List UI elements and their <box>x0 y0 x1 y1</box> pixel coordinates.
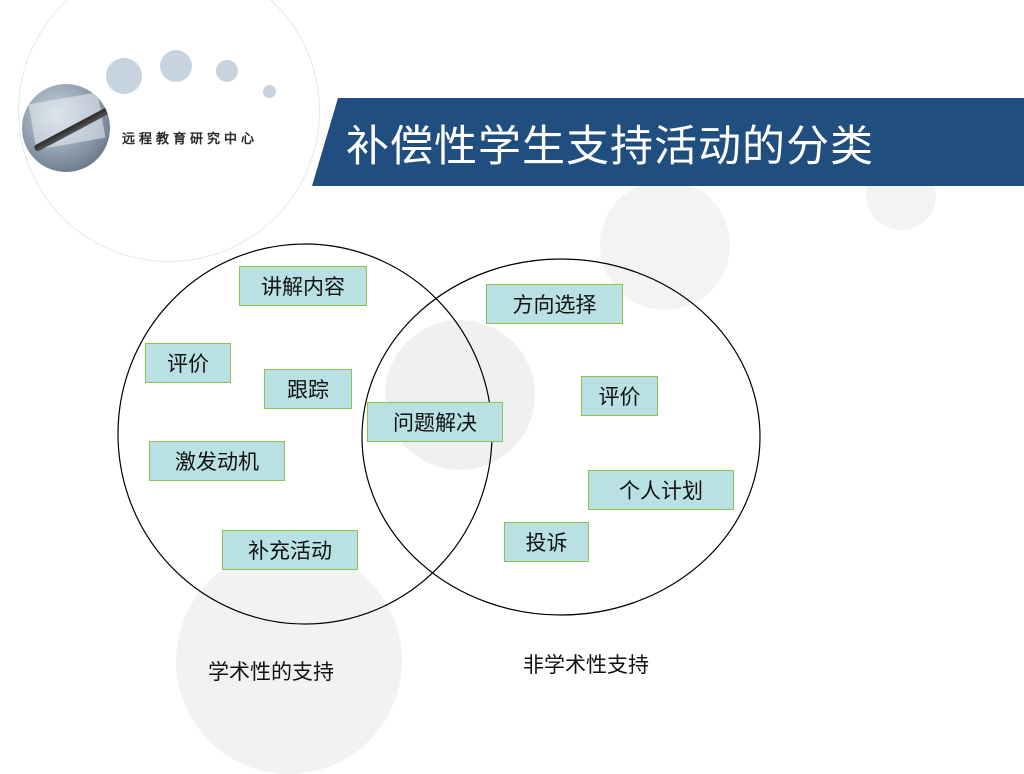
item-direction: 方向选择 <box>486 284 623 324</box>
decorative-dot <box>263 85 276 98</box>
item-complaint: 投诉 <box>504 522 589 562</box>
title-banner <box>312 98 1024 186</box>
non-academic-set-circle <box>361 258 761 616</box>
item-problem-solving: 问题解决 <box>367 402 503 442</box>
item-supplement: 补充活动 <box>222 530 358 570</box>
item-lecture: 讲解内容 <box>239 266 367 306</box>
logo-image <box>22 84 110 172</box>
item-tracking: 跟踪 <box>264 369 352 409</box>
item-evaluate-non-academic: 评价 <box>581 376 658 416</box>
decorative-dot <box>106 58 142 94</box>
org-name: 远程教育研究中心 <box>122 132 259 147</box>
decorative-dot <box>216 60 238 82</box>
decorative-dot <box>160 50 192 82</box>
page-title: 补偿性学生支持活动的分类 <box>346 122 874 172</box>
item-evaluate-academic: 评价 <box>145 343 231 383</box>
item-motivate: 激发动机 <box>149 441 285 481</box>
decorative-bg-circle <box>385 320 535 470</box>
non-academic-set-label: 非学术性支持 <box>523 653 649 677</box>
decorative-bg-circle <box>176 548 402 774</box>
academic-set-label: 学术性的支持 <box>208 660 334 684</box>
item-personal-plan: 个人计划 <box>588 470 734 510</box>
